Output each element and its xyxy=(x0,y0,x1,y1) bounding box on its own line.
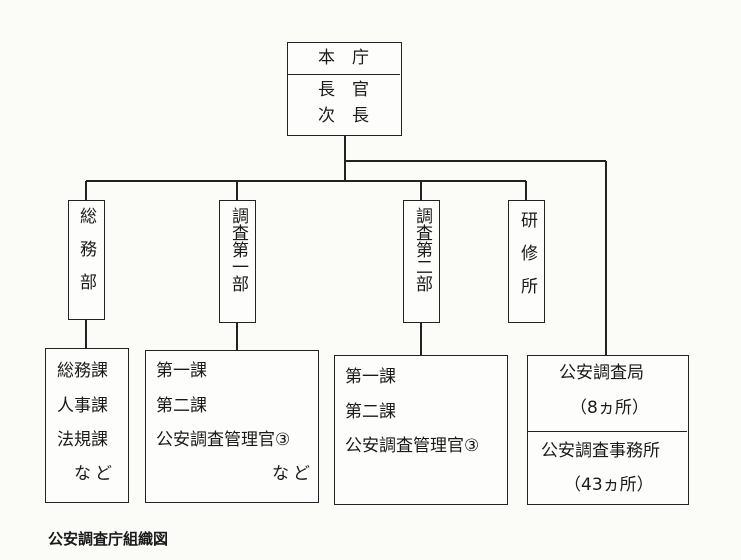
hq-name: 本 庁 xyxy=(318,48,369,68)
division-chosa2: 調査第二部 xyxy=(403,200,440,323)
section-chosa1-etc: など xyxy=(272,464,314,484)
section-somu-3: 法規課 xyxy=(57,430,108,450)
section-chosa1-2: 第二課 xyxy=(156,396,207,416)
division-chosa1: 調査第一部 xyxy=(219,200,256,323)
regional-box: 公安調査局 （8ヵ所） 公安調査事務所 （43ヵ所） xyxy=(527,355,689,505)
regional-office-count: （43ヵ所） xyxy=(564,475,654,495)
section-chosa1-1: 第一課 xyxy=(156,361,207,381)
sections-chosa1: 第一課 第二課 公安調査管理官③ など xyxy=(145,350,319,503)
division-somu: 総務部 xyxy=(68,200,105,320)
division-chosa1-label: 調査第一部 xyxy=(228,207,248,292)
regional-bureau: 公安調査局 xyxy=(559,363,644,383)
hq-officer-2: 次 長 xyxy=(318,106,369,126)
section-somu-2: 人事課 xyxy=(57,396,108,416)
section-chosa2-2: 第二課 xyxy=(345,402,396,422)
division-kenshu-label: 研修所 xyxy=(517,211,537,310)
regional-office: 公安調査事務所 xyxy=(541,441,660,461)
section-somu-1: 総務課 xyxy=(57,361,108,381)
section-chosa2-3: 公安調査管理官③ xyxy=(345,436,480,456)
section-somu-etc: など xyxy=(74,464,116,484)
section-chosa1-3: 公安調査管理官③ xyxy=(156,430,291,450)
hq-officer-1: 長 官 xyxy=(318,80,369,100)
hq-divider xyxy=(288,74,400,75)
section-chosa2-1: 第一課 xyxy=(345,367,396,387)
division-kenshu: 研修所 xyxy=(508,200,545,323)
division-chosa2-label: 調査第二部 xyxy=(412,207,432,292)
division-somu-label: 総務部 xyxy=(76,207,96,306)
regional-divider xyxy=(528,431,687,432)
regional-bureau-count: （8ヵ所） xyxy=(570,398,649,418)
sections-somu: 総務課 人事課 法規課 など xyxy=(45,348,129,503)
hq-box: 本 庁 長 官 次 長 xyxy=(287,42,402,136)
sections-chosa2: 第一課 第二課 公安調査管理官③ xyxy=(334,355,508,505)
diagram-caption: 公安調査庁組織図 xyxy=(48,530,169,548)
